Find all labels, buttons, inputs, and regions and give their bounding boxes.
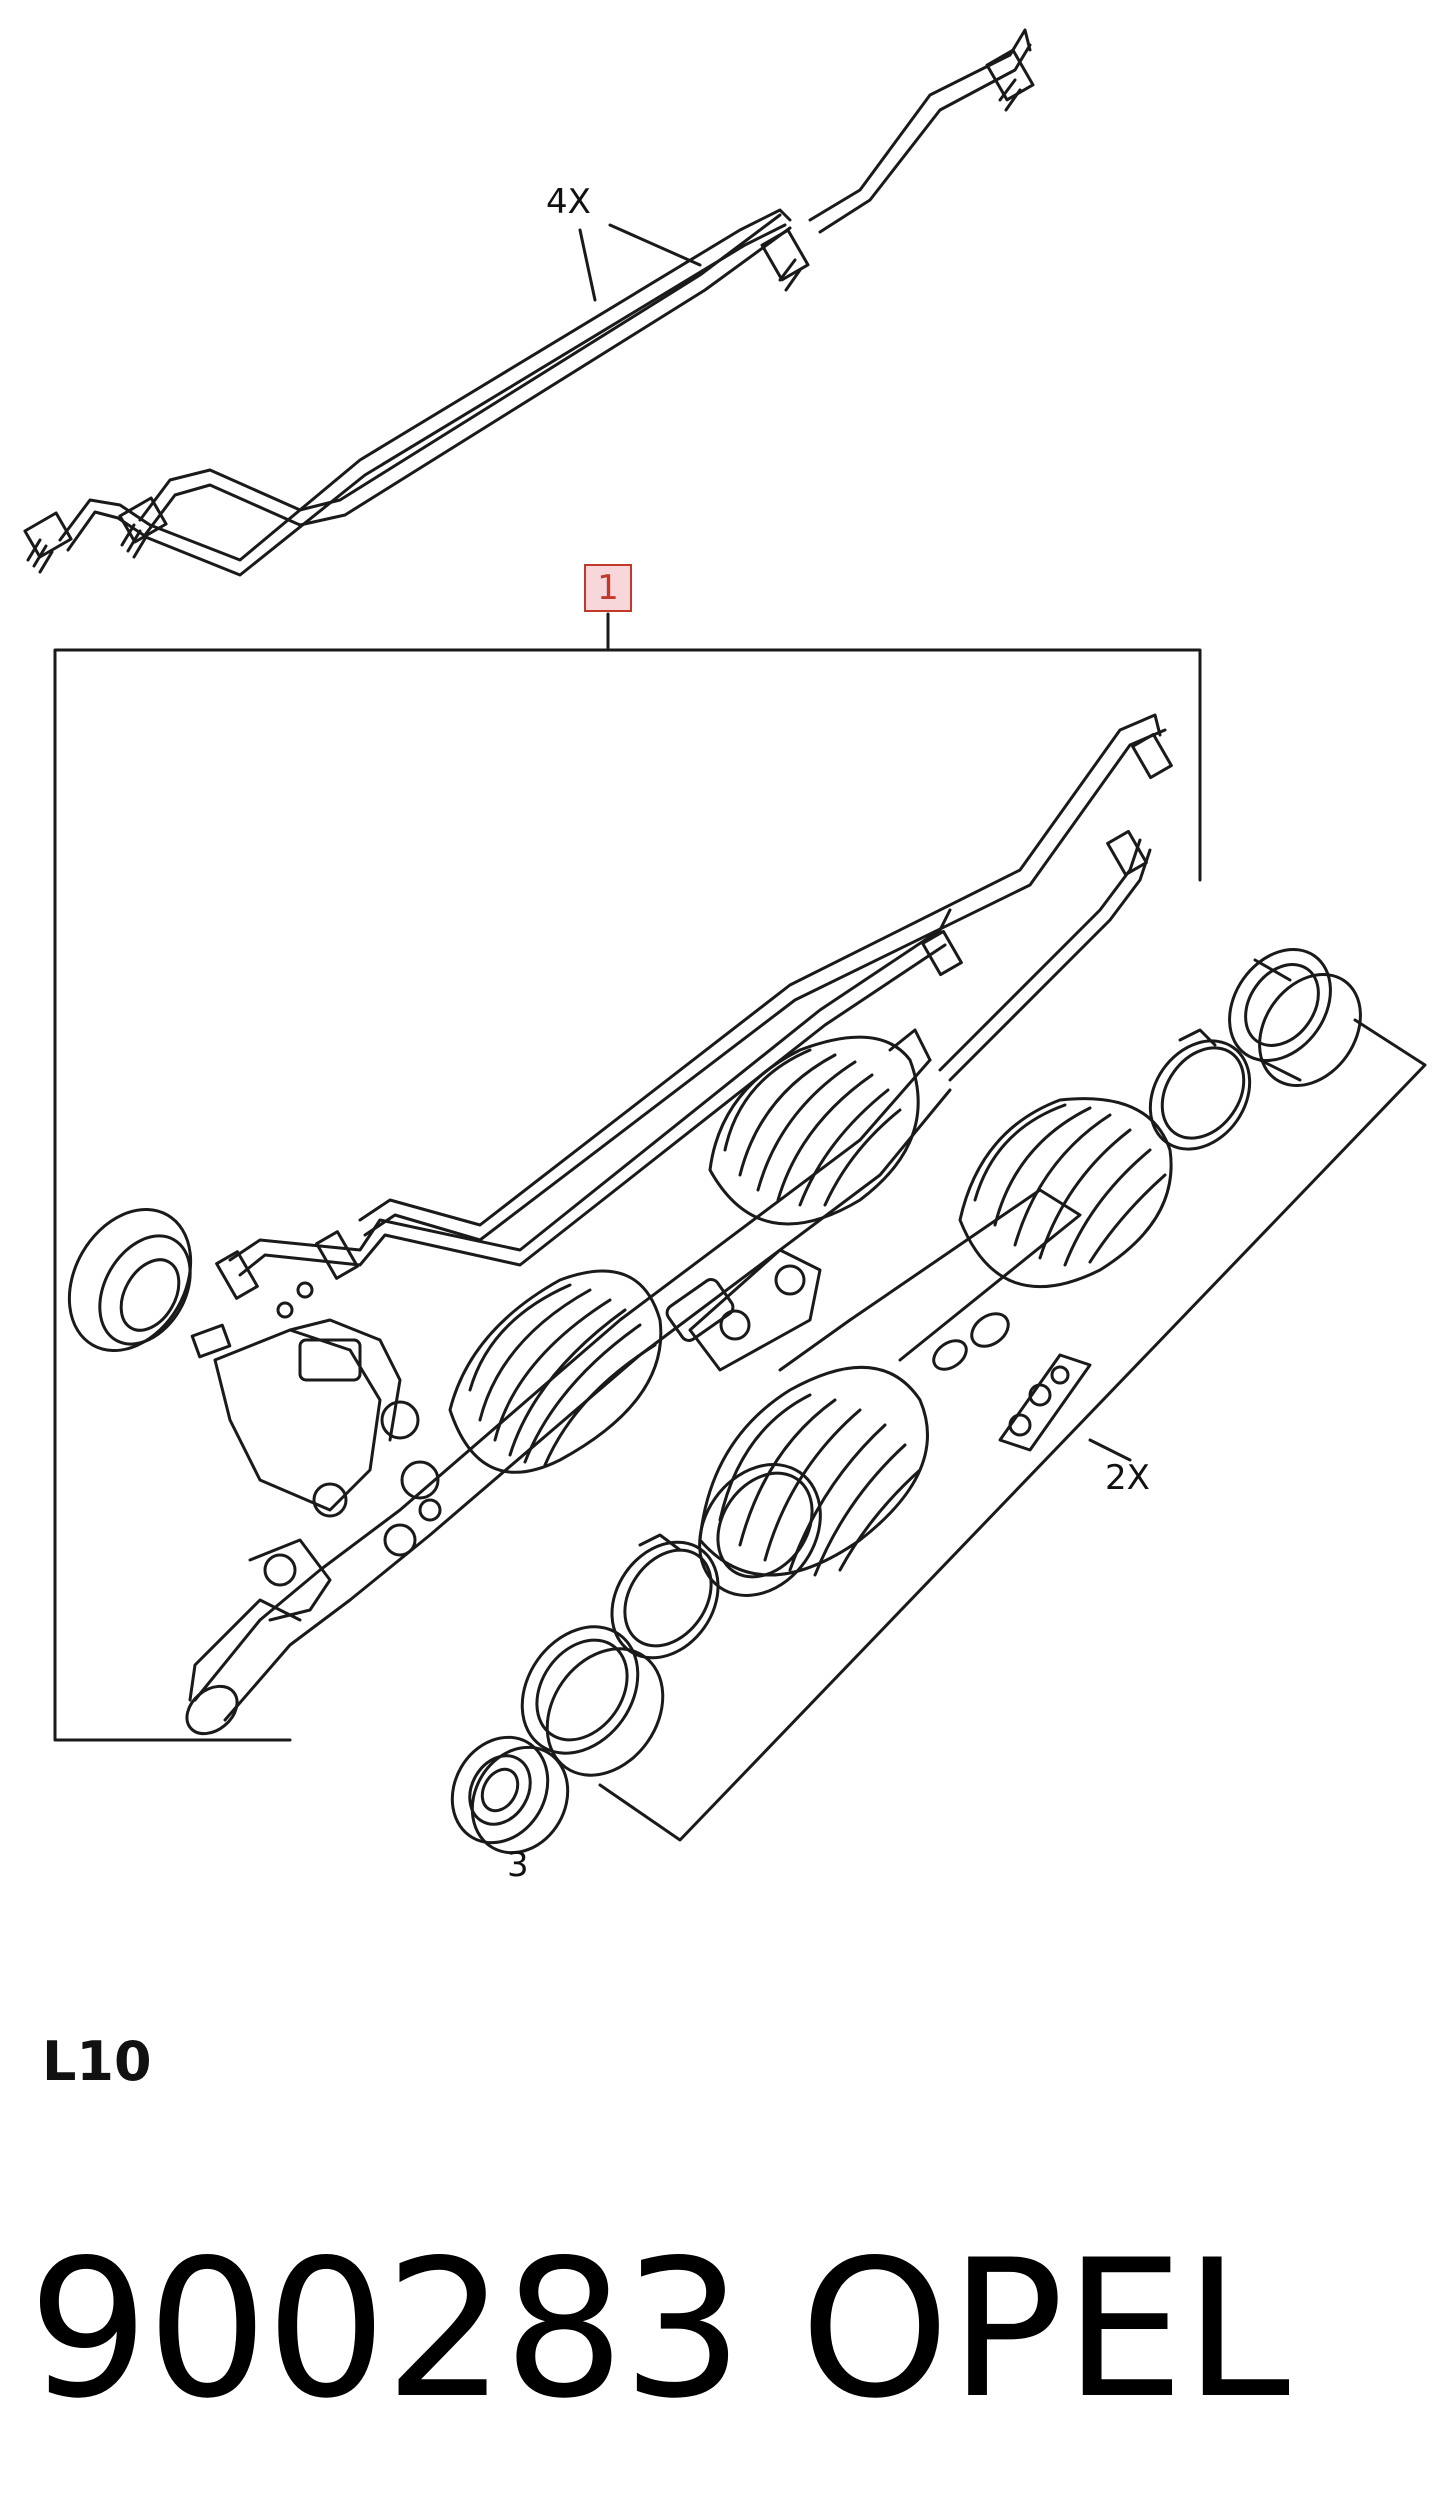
oil-seal	[434, 1720, 587, 1870]
part-number: 900283	[28, 2219, 743, 2440]
pipe-fitting-mid	[762, 230, 808, 290]
sleeve-lower	[498, 1604, 686, 1797]
sleeve-upper-right	[1209, 930, 1382, 1105]
quantity-label-2x: 2X	[1105, 1458, 1150, 1498]
seal-ring-left	[45, 1188, 215, 1373]
brand-name: OPEL	[800, 2219, 1291, 2440]
rack-boot-left	[450, 1271, 661, 1472]
rack-boot-right	[710, 1030, 930, 1224]
assembly-bracket	[55, 614, 1200, 1740]
hydraulic-pipes-4x	[25, 30, 1033, 575]
boot-large-lower	[675, 1367, 928, 1619]
pipe-fitting-left-1	[25, 513, 71, 572]
gasket-plate	[1000, 1355, 1090, 1450]
clamp-ring-lower	[590, 1522, 740, 1679]
rack-housing	[178, 1060, 950, 1743]
pipe-fitting-left-2	[120, 498, 166, 557]
boot-large-upper	[960, 1099, 1171, 1287]
exploded-tube	[780, 1190, 1080, 1375]
pipe-fitting-top-right	[987, 50, 1033, 110]
item-number-3[interactable]: 3	[507, 1845, 529, 1885]
section-code: L10	[42, 2030, 152, 2093]
rack-pipes	[217, 715, 1172, 1317]
clamp-ring-upper-small	[1130, 1022, 1270, 1169]
quantity-label-4x: 4X	[546, 182, 591, 222]
item-number-1[interactable]: 1	[584, 564, 632, 612]
exploded-bracket	[600, 1020, 1425, 1840]
mount-clamp	[664, 1250, 820, 1370]
